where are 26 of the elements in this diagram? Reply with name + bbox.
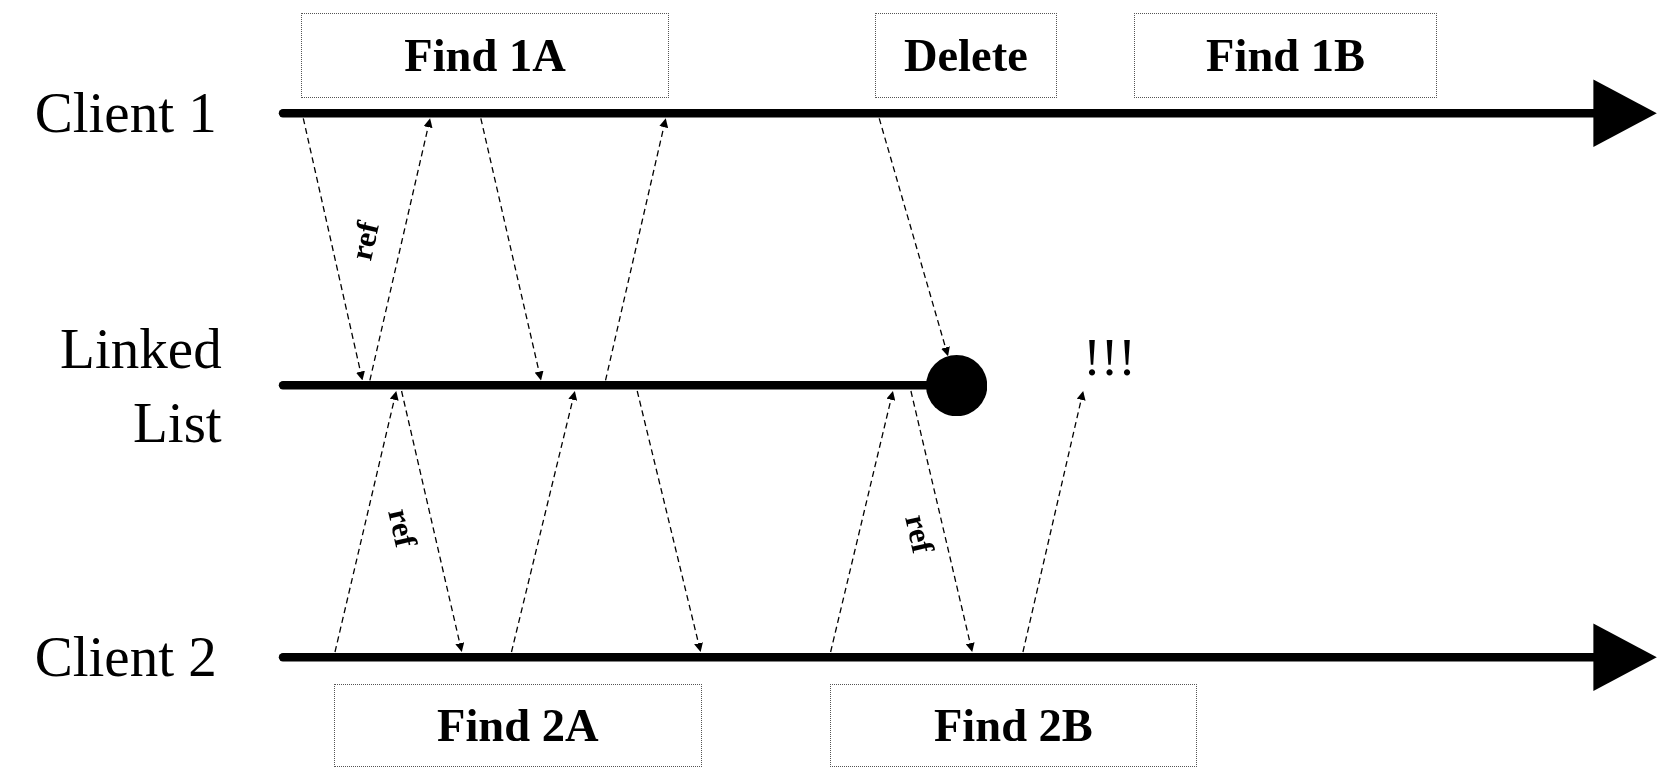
lifeline-label: Linked List	[59, 315, 222, 456]
arrow	[480, 117, 544, 382]
arrow	[910, 390, 975, 653]
operation-box	[333, 683, 702, 767]
lifeline-label: Client 1	[34, 80, 217, 147]
arrow	[878, 117, 950, 357]
operation-box	[301, 12, 669, 99]
arrow	[604, 117, 669, 382]
operation-box	[1133, 12, 1438, 99]
arrow	[369, 117, 433, 382]
operation-name: Find 1A	[404, 29, 566, 82]
operation-box	[875, 12, 1057, 99]
arrow	[302, 117, 365, 382]
arrow	[1022, 390, 1086, 653]
operation-box	[829, 683, 1198, 767]
operation-name: Find 2B	[933, 699, 1093, 751]
operation-name: Find 2A	[437, 699, 599, 751]
operation-name: Delete	[903, 29, 1028, 82]
arrow	[334, 390, 399, 653]
lifeline-label: Client 2	[34, 624, 217, 691]
exclamation-text: !!!	[1083, 327, 1136, 386]
arrow	[636, 390, 703, 653]
arrow	[400, 390, 465, 653]
operation-name: Find 1B	[1206, 29, 1365, 82]
arrow	[510, 390, 578, 653]
arrow	[829, 390, 896, 653]
